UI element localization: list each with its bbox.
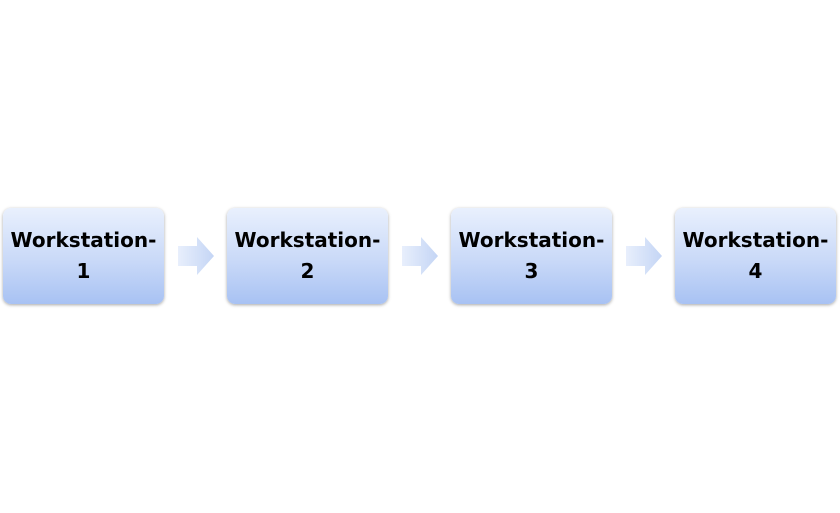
right-arrow-icon bbox=[178, 237, 214, 275]
workstation-1-label: Workstation- 1 bbox=[10, 228, 157, 283]
workstation-3-box: Workstation- 3 bbox=[451, 208, 612, 304]
workstation-2-box: Workstation- 2 bbox=[227, 208, 388, 304]
right-arrow-icon bbox=[402, 237, 438, 275]
workstation-2-label: Workstation- 2 bbox=[234, 228, 381, 283]
right-arrow-icon bbox=[626, 237, 662, 275]
workstation-1-box: Workstation- 1 bbox=[3, 208, 164, 304]
workstation-4-box: Workstation- 4 bbox=[675, 208, 836, 304]
workstation-3-label: Workstation- 3 bbox=[458, 228, 605, 283]
workstation-4-label: Workstation- 4 bbox=[682, 228, 829, 283]
